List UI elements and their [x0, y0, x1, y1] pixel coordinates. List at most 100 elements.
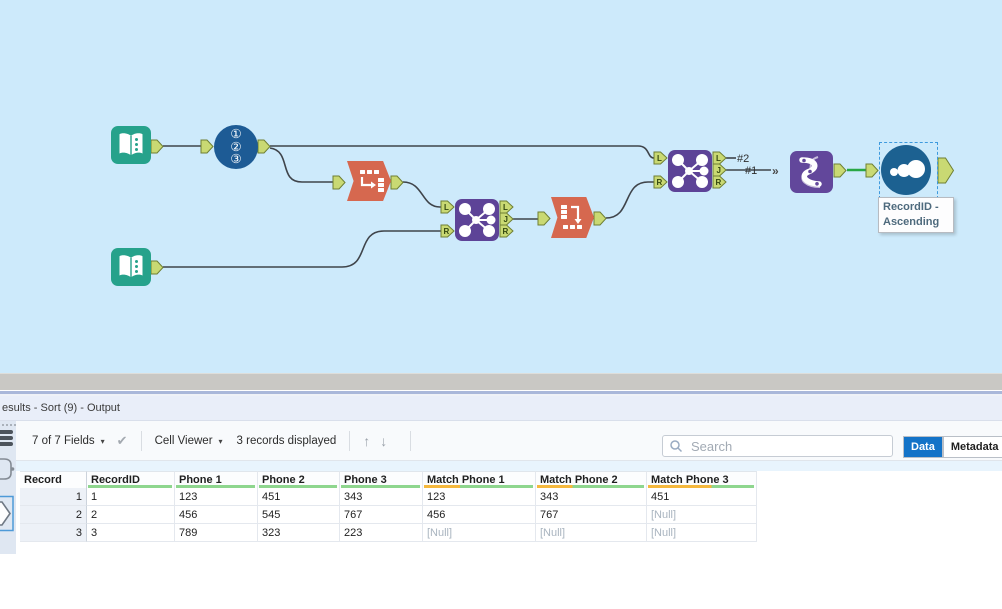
output-anchor-icon[interactable]: [0, 495, 16, 538]
data-tab-button[interactable]: Data: [903, 436, 943, 458]
join-left-input-anchor[interactable]: [440, 200, 455, 214]
join-join-output-anchor[interactable]: [712, 163, 727, 177]
table-cell[interactable]: 767: [536, 506, 647, 524]
join-left-output-anchor[interactable]: [712, 151, 727, 165]
table-cell[interactable]: [Null]: [647, 506, 757, 524]
join-tool-1[interactable]: [455, 199, 499, 241]
anchor-letter: L: [657, 154, 662, 163]
column-header[interactable]: Phone 1: [175, 471, 258, 488]
input-anchor[interactable]: [332, 175, 346, 190]
transpose-icon: [360, 170, 384, 192]
table-row: 2 2 456 545 767 456 767 [Null]: [20, 506, 757, 524]
table-cell[interactable]: 343: [536, 488, 647, 506]
table-cell[interactable]: 123: [423, 488, 536, 506]
input-anchor[interactable]: [865, 163, 879, 178]
connection-wire: [270, 145, 655, 159]
annotation-line: Ascending: [883, 216, 940, 228]
table-cell[interactable]: 767: [340, 506, 423, 524]
output-anchor[interactable]: [150, 260, 164, 275]
table-row: 1 1 123 451 343 123 343 451: [20, 488, 757, 506]
join-right-input-anchor[interactable]: [440, 224, 455, 238]
table-cell[interactable]: 123: [175, 488, 258, 506]
row-number-cell[interactable]: 3: [20, 524, 87, 542]
browse-tool[interactable]: [881, 145, 931, 195]
table-cell[interactable]: [Null]: [423, 524, 536, 542]
input-data-tool-2[interactable]: [111, 248, 151, 286]
output-anchor[interactable]: [150, 139, 164, 154]
column-header[interactable]: Match Phone 1: [423, 471, 536, 488]
panel-divider[interactable]: [0, 390, 1002, 396]
row-number-cell[interactable]: 1: [20, 488, 87, 506]
table-cell[interactable]: [Null]: [647, 524, 757, 542]
output-anchor[interactable]: [833, 163, 847, 178]
quality-bar: [341, 485, 420, 488]
output-anchor[interactable]: [390, 175, 404, 190]
results-grid-icon[interactable]: [0, 430, 16, 446]
join-right-input-anchor[interactable]: [653, 175, 668, 189]
cross-tab-tool[interactable]: [551, 197, 594, 238]
drag-dots-icon[interactable]: [0, 421, 16, 428]
input-data-icon: [111, 248, 151, 286]
table-cell[interactable]: 343: [340, 488, 423, 506]
input-anchor[interactable]: [200, 139, 214, 154]
table-cell[interactable]: 323: [258, 524, 340, 542]
input-data-tool-1[interactable]: [111, 126, 151, 164]
anchor-letter: J: [504, 215, 508, 224]
record-id-tool[interactable]: ① ② ③: [214, 125, 258, 169]
table-cell[interactable]: 789: [175, 524, 258, 542]
column-header[interactable]: Phone 2: [258, 471, 340, 488]
search-input[interactable]: [689, 437, 873, 455]
table-cell[interactable]: 3: [87, 524, 175, 542]
apply-check-icon[interactable]: ✔: [116, 432, 128, 448]
table-cell[interactable]: 451: [258, 488, 340, 506]
output-anchor[interactable]: [937, 157, 955, 184]
records-displayed-label: 3 records displayed: [236, 434, 337, 447]
table-cell[interactable]: 2: [87, 506, 175, 524]
table-cell[interactable]: 1: [87, 488, 175, 506]
table-cell[interactable]: 545: [258, 506, 340, 524]
down-arrow-icon[interactable]: ↓: [380, 432, 388, 449]
input-anchor-icon[interactable]: [0, 456, 16, 491]
join-right-output-anchor[interactable]: [499, 224, 514, 238]
table-cell[interactable]: 456: [423, 506, 536, 524]
chevron-down-icon[interactable]: ▾: [100, 437, 105, 446]
column-header[interactable]: Record: [20, 471, 87, 488]
table-cell[interactable]: 456: [175, 506, 258, 524]
output-anchor[interactable]: [593, 211, 607, 226]
column-header[interactable]: Phone 3: [340, 471, 423, 488]
record-id-digit: ①: [230, 126, 242, 142]
table-cell[interactable]: 223: [340, 524, 423, 542]
sort-tool[interactable]: [790, 151, 833, 193]
canvas-horizontal-scrollbar[interactable]: [0, 373, 1002, 390]
annotation-line: RecordID -: [883, 201, 939, 213]
workflow-canvas[interactable]: L R L J R L R L J R #2 #1 »: [0, 0, 1002, 373]
join-right-output-anchor[interactable]: [712, 175, 727, 189]
column-header[interactable]: Match Phone 2: [536, 471, 647, 488]
transpose-tool[interactable]: [347, 161, 391, 201]
metadata-tab-button[interactable]: Metadata: [942, 436, 1002, 458]
column-header[interactable]: RecordID: [87, 471, 175, 488]
sort-annotation[interactable]: RecordID - Ascending: [878, 197, 954, 233]
fields-dropdown[interactable]: 7 of 7 Fields: [32, 434, 95, 447]
join-left-input-anchor[interactable]: [653, 151, 668, 165]
output-anchor[interactable]: [257, 139, 271, 154]
join-icon: [459, 203, 496, 237]
row-number-cell[interactable]: 2: [20, 506, 87, 524]
input-anchor[interactable]: [537, 211, 551, 226]
connection-wire: [605, 181, 654, 219]
up-arrow-icon[interactable]: ↑: [363, 432, 371, 449]
join-join-output-anchor[interactable]: [499, 212, 514, 226]
view-toggle: Data Metadata: [903, 436, 1002, 458]
toolbar-separator: [349, 430, 351, 451]
anchor-strip: [0, 421, 16, 554]
cell-viewer-dropdown[interactable]: Cell Viewer: [154, 434, 213, 447]
quality-bar: [259, 485, 337, 488]
table-cell[interactable]: 451: [647, 488, 757, 506]
table-cell[interactable]: [Null]: [536, 524, 647, 542]
toolbar-separator: [140, 430, 142, 451]
join-tool-2[interactable]: [668, 150, 712, 192]
join-left-output-anchor[interactable]: [499, 200, 514, 214]
chevron-down-icon[interactable]: ▾: [218, 437, 223, 446]
table-header-row: Record RecordID Phone 1 Phone 2 Phone 3 …: [20, 471, 757, 488]
column-header[interactable]: Match Phone 3: [647, 471, 757, 488]
